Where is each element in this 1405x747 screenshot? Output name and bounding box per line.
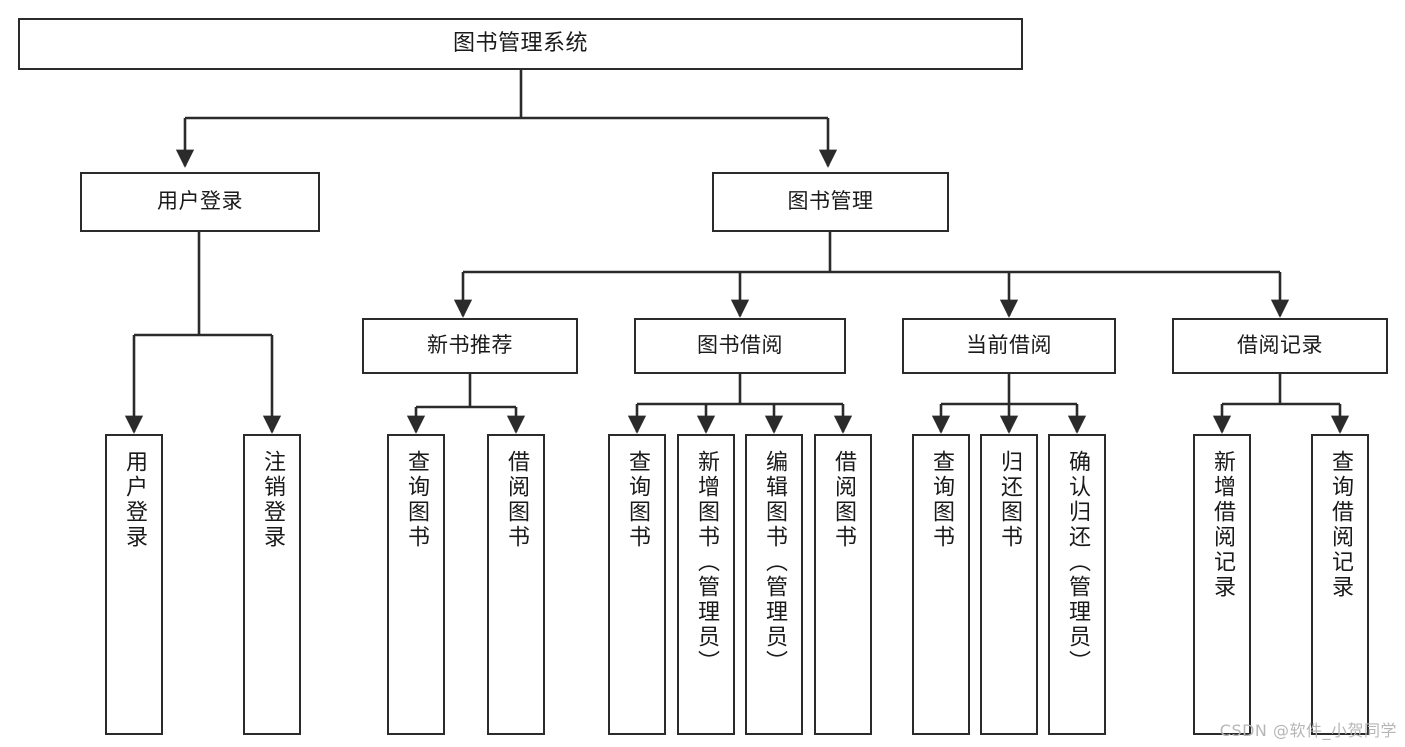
leaf-query-book-1[interactable]: 查询图书	[387, 434, 445, 735]
node-current-borrow[interactable]: 当前借阅	[902, 318, 1116, 374]
node-user-login[interactable]: 用户登录	[80, 172, 320, 232]
leaf-add-book-label: 新增图书（管理员）	[694, 450, 719, 675]
leaf-query-book-3[interactable]: 查询图书	[912, 434, 970, 735]
node-root-label: 图书管理系统	[452, 30, 588, 56]
leaf-edit-book-label: 编辑图书（管理员）	[762, 450, 787, 675]
leaf-query-record[interactable]: 查询借阅记录	[1311, 434, 1369, 735]
leaf-query-record-label: 查询借阅记录	[1328, 450, 1353, 600]
node-book-manage[interactable]: 图书管理	[712, 172, 949, 232]
leaf-add-record-label: 新增借阅记录	[1210, 450, 1235, 600]
node-new-book-recommend-label: 新书推荐	[427, 333, 513, 358]
leaf-user-login-label: 用户登录	[122, 450, 147, 550]
node-borrow-record-label: 借阅记录	[1237, 333, 1323, 358]
leaf-user-login[interactable]: 用户登录	[105, 434, 163, 735]
leaf-borrow-book-2-label: 借阅图书	[831, 450, 856, 550]
watermark-text: CSDN @软件_小贺同学	[1219, 721, 1397, 740]
leaf-logout-login-label: 注销登录	[260, 450, 285, 550]
node-book-manage-label: 图书管理	[787, 189, 874, 214]
node-book-borrow[interactable]: 图书借阅	[634, 318, 846, 374]
leaf-return-book-label: 归还图书	[997, 450, 1022, 550]
leaf-edit-book[interactable]: 编辑图书（管理员）	[745, 434, 803, 735]
leaf-add-book[interactable]: 新增图书（管理员）	[677, 434, 735, 735]
leaf-return-book[interactable]: 归还图书	[980, 434, 1038, 735]
leaf-borrow-book-2[interactable]: 借阅图书	[814, 434, 872, 735]
node-borrow-record[interactable]: 借阅记录	[1172, 318, 1388, 374]
node-book-borrow-label: 图书借阅	[697, 333, 783, 358]
leaf-query-book-1-label: 查询图书	[404, 450, 429, 550]
node-current-borrow-label: 当前借阅	[966, 333, 1052, 358]
leaf-query-book-2[interactable]: 查询图书	[608, 434, 666, 735]
leaf-confirm-return-label: 确认归还（管理员）	[1065, 450, 1090, 675]
node-root-system[interactable]: 图书管理系统	[18, 18, 1023, 70]
leaf-query-book-2-label: 查询图书	[625, 450, 650, 550]
node-user-login-label: 用户登录	[157, 189, 243, 214]
leaf-borrow-book-1-label: 借阅图书	[504, 450, 529, 550]
leaf-query-book-3-label: 查询图书	[929, 450, 954, 550]
node-new-book-recommend[interactable]: 新书推荐	[362, 318, 578, 374]
leaf-logout-login[interactable]: 注销登录	[243, 434, 301, 735]
leaf-borrow-book-1[interactable]: 借阅图书	[487, 434, 545, 735]
leaf-confirm-return[interactable]: 确认归还（管理员）	[1048, 434, 1106, 735]
leaf-add-record[interactable]: 新增借阅记录	[1193, 434, 1251, 735]
